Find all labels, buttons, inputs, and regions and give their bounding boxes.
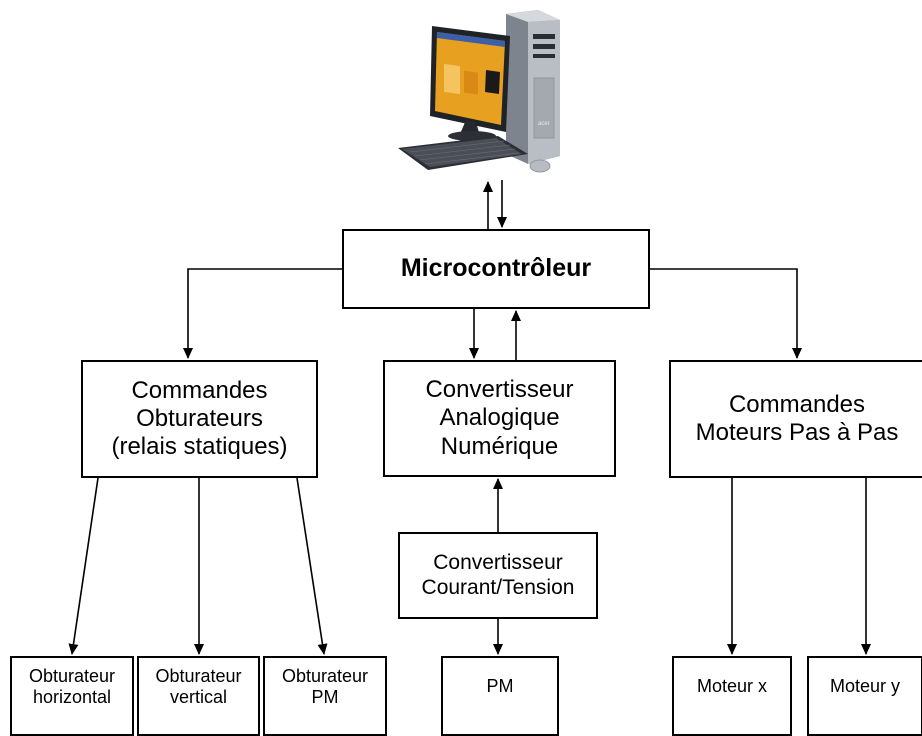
- microcontroller-label: Microcontrôleur: [400, 254, 592, 283]
- current-voltage-converter-box: Convertisseur Courant/Tension: [398, 532, 598, 619]
- arrow-to-shutter-horizontal: [68, 477, 99, 655]
- arrow-to-shutter-pm: [296, 477, 328, 655]
- desktop-computer-icon: acer: [398, 10, 560, 173]
- shutter-commands-box: Commandes Obturateurs (relais statiques): [81, 360, 318, 478]
- motor-y-label: Moteur y: [829, 676, 901, 696]
- shutter-horizontal-box: Obturateur horizontal: [10, 656, 134, 736]
- adc-line-2: Analogique: [439, 404, 560, 432]
- shutter-vertical-box: Obturateur vertical: [137, 656, 260, 736]
- shutter-commands-line-1: Commandes: [131, 376, 268, 404]
- pm-label: PM: [486, 676, 514, 696]
- shutter-horizontal-line-2: horizontal: [32, 687, 112, 708]
- motor-x-label: Moteur x: [696, 676, 768, 696]
- current-voltage-line-1: Convertisseur: [433, 550, 563, 574]
- arrow-micro-to-motor-commands: [650, 268, 802, 359]
- shutter-pm-box: Obturateur PM: [263, 656, 387, 736]
- shutter-vertical-line-1: Obturateur: [155, 666, 242, 686]
- motor-x-box: Moteur x: [672, 656, 792, 736]
- svg-text:acer: acer: [538, 121, 550, 127]
- current-voltage-line-2: Courant/Tension: [421, 575, 575, 599]
- shutter-horizontal-line-1: Obturateur: [28, 666, 116, 686]
- shutter-pm-line-2: PM: [311, 687, 339, 708]
- motor-commands-line-1: Commandes: [728, 390, 866, 418]
- block-diagram: acer Microcontrôleur Commandes Obturateu…: [10, 10, 922, 736]
- arrow-micro-to-shutter-commands: [183, 268, 342, 359]
- shutter-vertical-line-2: vertical: [169, 687, 227, 708]
- connector-lines: [68, 180, 871, 655]
- adc-box: Convertisseur Analogique Numérique: [383, 360, 616, 477]
- motor-commands-line-2: Moteurs Pas à Pas: [695, 419, 899, 446]
- pm-box: PM: [441, 656, 559, 736]
- shutter-commands-line-3: (relais statiques): [111, 433, 288, 461]
- shutter-commands-line-2: Obturateurs: [136, 404, 263, 432]
- shutter-pm-line-1: Obturateur: [281, 666, 369, 686]
- adc-line-3: Numérique: [440, 432, 559, 460]
- adc-line-1: Convertisseur: [425, 376, 574, 404]
- motor-commands-box: Commandes Moteurs Pas à Pas: [669, 360, 922, 478]
- motor-y-box: Moteur y: [807, 656, 922, 736]
- microcontroller-box: Microcontrôleur: [342, 229, 650, 309]
